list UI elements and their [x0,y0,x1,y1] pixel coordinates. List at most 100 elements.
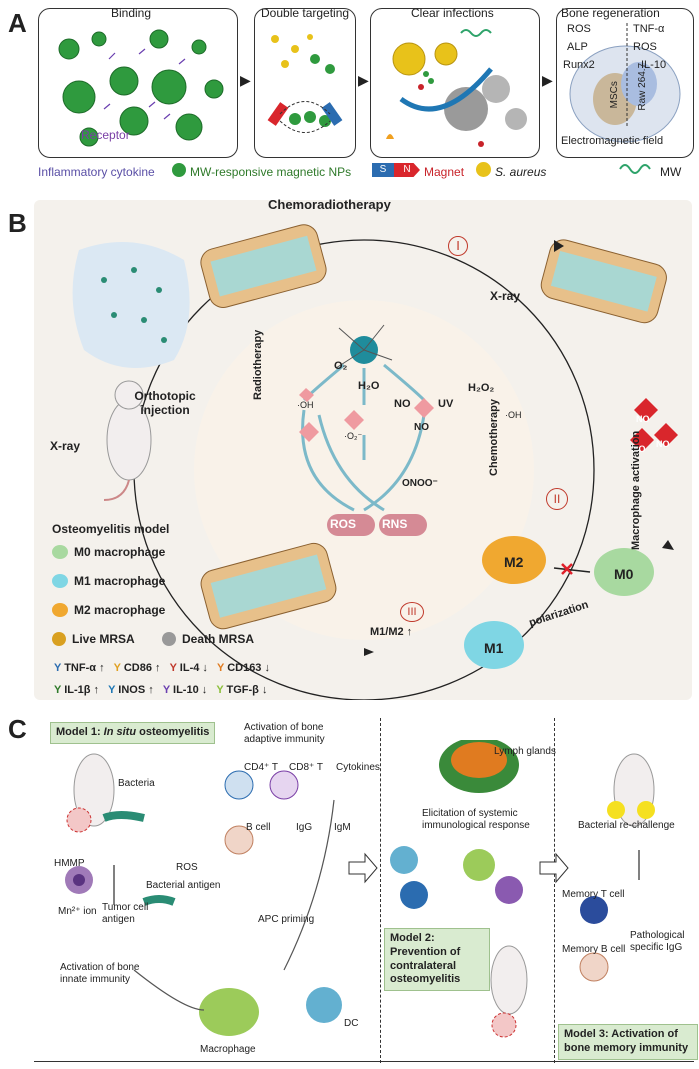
no-center-label: NO [414,422,429,433]
divider-2 [554,718,555,1063]
step-2-badge: II [546,488,568,510]
no-cluster-3: NO [632,444,646,454]
binding-box: Binding Receptor [38,6,238,158]
h2o2-label: H₂O₂ [468,382,495,394]
mn-ion-label: Mn²⁺ ion [58,906,97,917]
targeting-title: Double targeting [261,6,350,20]
no-cluster-1: NO [636,414,650,424]
model-1-prefix: Model 1: [56,726,104,738]
chemoradio-label: Chemoradiotherapy [268,197,391,212]
model-3-label: Model 3: Activation of bone memory immun… [558,1024,698,1060]
memory-t-label: Memory T cell [562,889,625,900]
memory-b-label: Memory B cell [562,944,626,955]
targeting-box: Double targeting [254,6,356,158]
macrophage-c-label: Macrophage [200,1044,256,1055]
death-mrsa-icon [162,632,176,646]
live-mrsa-icon [52,632,66,646]
radiotherapy-label: Radiotherapy [252,329,264,400]
legend-saureus: S. aureus [495,165,547,179]
legend-cytokine: Inflammatory cytokine [38,165,155,179]
legend-mw: MW [660,165,682,179]
arrow-a3: ▶ [542,72,553,88]
oh2-label: ·OH [505,410,522,420]
model-1-suffix: osteomyelitis [136,726,210,738]
legend-nps: MW-responsive magnetic NPs [190,165,352,179]
panel-b-illustration [72,224,678,700]
igg-label: IgG [296,822,313,833]
ros-pill-label: ROS [330,517,357,531]
bone-box: Bone regeneration ROS TNF-α ALP ROS Runx… [556,6,694,158]
legend-magnet: Magnet [424,165,465,179]
no-label: NO [394,398,411,410]
panel-c-letter: C [8,714,27,744]
bone-field: Electromagnetic field [561,135,664,147]
uv-label: UV [438,398,454,410]
arrow-a1: ▶ [240,72,251,88]
m2-legend-label: M2 macrophage [74,603,166,617]
m1-legend-icon [52,574,68,588]
markers-row-1: Y TNF-α ↑ Y CD86 ↑ Y IL-4 ↓ Y CD163 ↓ [54,662,270,674]
receptor-label: Receptor [81,128,130,142]
orthotopic-label: Orthotopic injection [126,389,204,418]
bone-mscs: MSCs [608,81,620,109]
binding-illustration [58,29,224,147]
magnet-s-icon: S [372,163,394,177]
m1-legend-label: M1 macrophage [74,574,166,588]
m0-label: M0 [614,566,634,582]
np-legend-icon [172,163,186,177]
m0-legend-icon [52,545,68,559]
igm-label: IgM [334,822,351,833]
bone-alp: ALP [567,41,588,53]
adaptive-label: Activation of bone adaptive immunity [244,722,325,745]
h2o-label: H₂O [358,380,380,392]
clear-title: Clear infections [411,6,494,20]
o2-label: O₂ [334,360,348,372]
xray-left-label: X-ray [50,439,81,453]
cd8-label: CD8⁺ T [289,762,323,773]
marker-cd163: CD163 ↓ [227,662,270,674]
m0-legend-label: M0 macrophage [74,545,166,559]
mw-wave-icon [619,164,651,174]
hmmp-label: HMMP [54,858,85,869]
step-3-badge: III [400,602,424,622]
markers-row-2: Y IL-1β ↑ Y INOS ↑ Y IL-10 ↓ Y TGF-β ↓ [54,684,268,696]
death-mrsa-label: Death MRSA [182,632,255,646]
bone-illustration [569,23,681,143]
lymph-label: Lymph glands [494,746,556,757]
model-1-italic: In situ [103,726,137,738]
cd4-label: CD4⁺ T [244,762,278,773]
panel-c-baseline [34,1061,694,1062]
marker-il1b: IL-1β ↑ [64,684,100,696]
marker-tgfb: TGF-β ↓ [226,684,268,696]
panel-a-letter: A [8,8,27,38]
marker-il10: IL-10 ↓ [173,684,208,696]
targeting-illustration [267,34,343,133]
rechallenge-label: Bacterial re-challenge [578,820,675,831]
orthotopic-text: Orthotopic injection [134,389,196,417]
marker-cd86: CD86 ↑ [123,662,161,674]
dc-label: DC [344,1018,359,1029]
xray-top-label: X-ray [490,289,521,303]
m1-label: M1 [484,640,504,656]
step-1-badge: I [448,236,468,256]
bone-runx2: Runx2 [563,59,595,71]
bone-ros1: ROS [567,23,591,35]
osteomyelitis-model-title: Osteomyelitis model [52,522,170,536]
oh1-label: ·OH [297,400,314,410]
bone-ros2: ROS [633,41,657,53]
no-cluster-2: NO [656,439,670,449]
marker-inos: INOS ↑ [118,684,154,696]
bone-tnf: TNF-α [633,23,665,35]
magnet-n-icon: N [394,163,420,177]
model-2-label: Model 2: Prevention of contralateral ost… [384,928,490,991]
pathological-igg-label: Pathological specific IgG [630,930,685,953]
rns-pill-label: RNS [382,517,408,531]
m2-legend-icon [52,603,68,617]
onoo-label: ONOO⁻ [402,478,438,489]
bcell-label: B cell [246,822,271,833]
bacterial-antigen-label: Bacterial antigen [146,880,221,891]
clear-box: Clear infections [370,6,540,158]
live-mrsa-label: Live MRSA [72,632,135,646]
arrow-a2: ▶ [358,72,369,88]
panel-b-letter: B [8,208,27,238]
